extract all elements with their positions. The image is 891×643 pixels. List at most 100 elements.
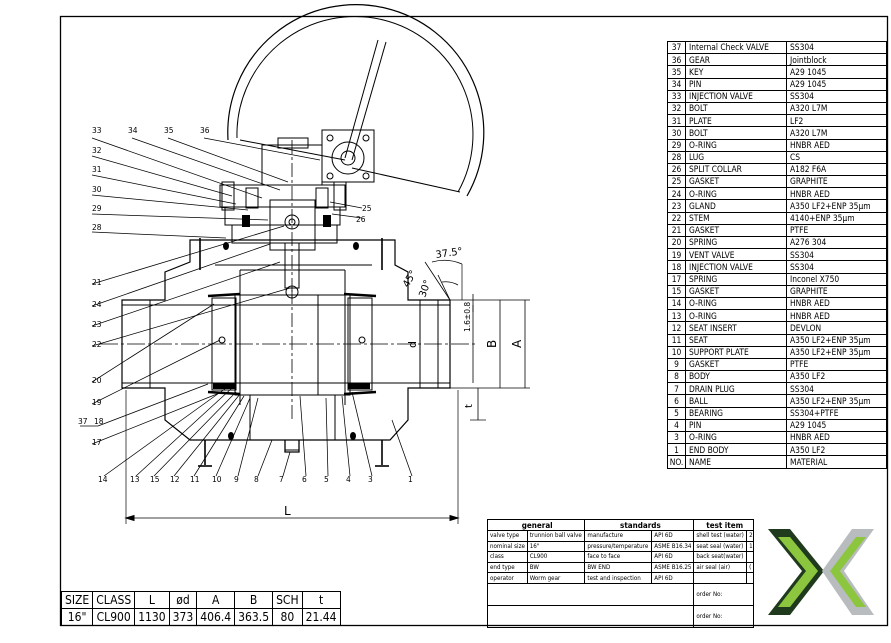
bom-mat: A350 LF2+ENP 35μm xyxy=(786,394,887,408)
bom-mat: A276 304 xyxy=(786,235,887,250)
bom-name: O-RING xyxy=(685,309,787,323)
callout-30: 30 xyxy=(92,185,102,194)
bom-no: 33 xyxy=(667,89,686,103)
bom-name: BODY xyxy=(685,370,787,384)
bom-mat: SS304 xyxy=(786,248,887,262)
angle-37-5: 37.5° xyxy=(435,246,464,261)
bom-name: KEY xyxy=(685,65,787,79)
standards-cell-sv: API 6D xyxy=(651,572,695,584)
bom-no: 3 xyxy=(667,430,686,445)
dim-header: CLASS xyxy=(92,591,136,609)
dim-tolerance: 1.6±0.8 xyxy=(463,302,472,332)
standards-cell-t xyxy=(693,572,748,584)
bom-name: O-RING xyxy=(685,187,787,201)
bom-name: GASKET xyxy=(685,175,787,189)
callout-26: 26 xyxy=(356,215,366,224)
bom-name: GLAND xyxy=(685,199,787,213)
bom-mat: A350 LF2 xyxy=(786,370,887,384)
standards-cell-sk: test and inspection xyxy=(584,572,653,584)
callout-13: 13 xyxy=(130,475,140,484)
bom-mat: A320 L7M xyxy=(786,101,887,116)
dim-header: SIZE xyxy=(60,591,94,609)
callout-9: 9 xyxy=(234,475,239,484)
handwheel-spoke xyxy=(344,39,379,159)
bom-mat: A350 LF2+ENP 35μm xyxy=(786,333,887,347)
order-no-1: order No: xyxy=(693,582,754,606)
dim-A: A xyxy=(510,339,524,348)
bom-no: 31 xyxy=(667,114,686,128)
bom-mat: PTFE xyxy=(786,357,887,372)
bom-name: PIN xyxy=(685,77,787,91)
bom-name: NAME xyxy=(685,455,787,469)
dim-header: A xyxy=(196,591,236,609)
callout-18: 18 xyxy=(94,417,104,426)
standards-cell-x: ( xyxy=(746,561,754,574)
standards-cell-sv: API 6D xyxy=(651,530,695,542)
header-general: general xyxy=(486,519,586,531)
bom-mat: A29 1045 xyxy=(786,65,887,79)
bom-mat: HNBR AED xyxy=(786,296,887,311)
bom-no: NO. xyxy=(667,455,686,469)
bom-name: Internal Check VALVE xyxy=(685,40,787,55)
standards-cell-x xyxy=(746,551,754,563)
bom-no: 30 xyxy=(667,126,686,140)
header-test-item: test item xyxy=(693,519,754,531)
bom-mat: MATERIAL xyxy=(786,455,887,469)
callout-24: 24 xyxy=(92,300,102,309)
dim-value: 16" xyxy=(60,608,94,626)
dim-t: t xyxy=(464,404,475,408)
callout-33: 33 xyxy=(92,126,102,135)
standards-cell-v: BW xyxy=(526,561,586,574)
bom-mat: A350 LF2+ENP 35μm xyxy=(786,199,887,213)
bom-no: 26 xyxy=(667,162,686,177)
bom-name: BALL xyxy=(685,394,787,408)
callout-29: 29 xyxy=(92,204,102,213)
standards-cell-sv: ASME B16.25 xyxy=(651,561,695,574)
bom-name: PLATE xyxy=(685,114,787,128)
ball xyxy=(234,294,351,396)
bom-no: 32 xyxy=(667,101,686,116)
bom-name: SEAT xyxy=(685,333,787,347)
bom-name: GASKET xyxy=(685,223,787,238)
bom-mat: SS304+PTFE xyxy=(786,406,887,420)
bom-name: SPRING xyxy=(685,272,787,286)
standards-cell-x xyxy=(746,572,754,584)
callout-21: 21 xyxy=(92,278,102,287)
bom-mat: GRAPHITE xyxy=(786,175,887,189)
bom-name: O-RING xyxy=(685,296,787,311)
angle-45: 45° xyxy=(401,269,419,290)
bom-no: 22 xyxy=(667,211,686,225)
bom-mat: HNBR AED xyxy=(786,187,887,201)
bom-mat: HNBR AED xyxy=(786,309,887,323)
bom-mat: SS304 xyxy=(786,260,887,274)
standards-cell-sk: pressure/temperature xyxy=(584,540,653,553)
bom-no: 28 xyxy=(667,150,686,164)
callout-36: 36 xyxy=(200,126,210,135)
bom-mat: DEVLON xyxy=(786,321,887,335)
bom-mat: A182 F6A xyxy=(786,162,887,177)
callout-17: 17 xyxy=(92,438,102,447)
x-logo xyxy=(760,521,882,623)
standards-cell-sv: ASME B16.34 xyxy=(651,540,695,553)
bom-name: SUPPORT PLATE xyxy=(685,345,787,359)
dim-value: 1130 xyxy=(134,608,170,626)
bom-name: BOLT xyxy=(685,126,787,140)
callout-7: 7 xyxy=(279,475,284,484)
